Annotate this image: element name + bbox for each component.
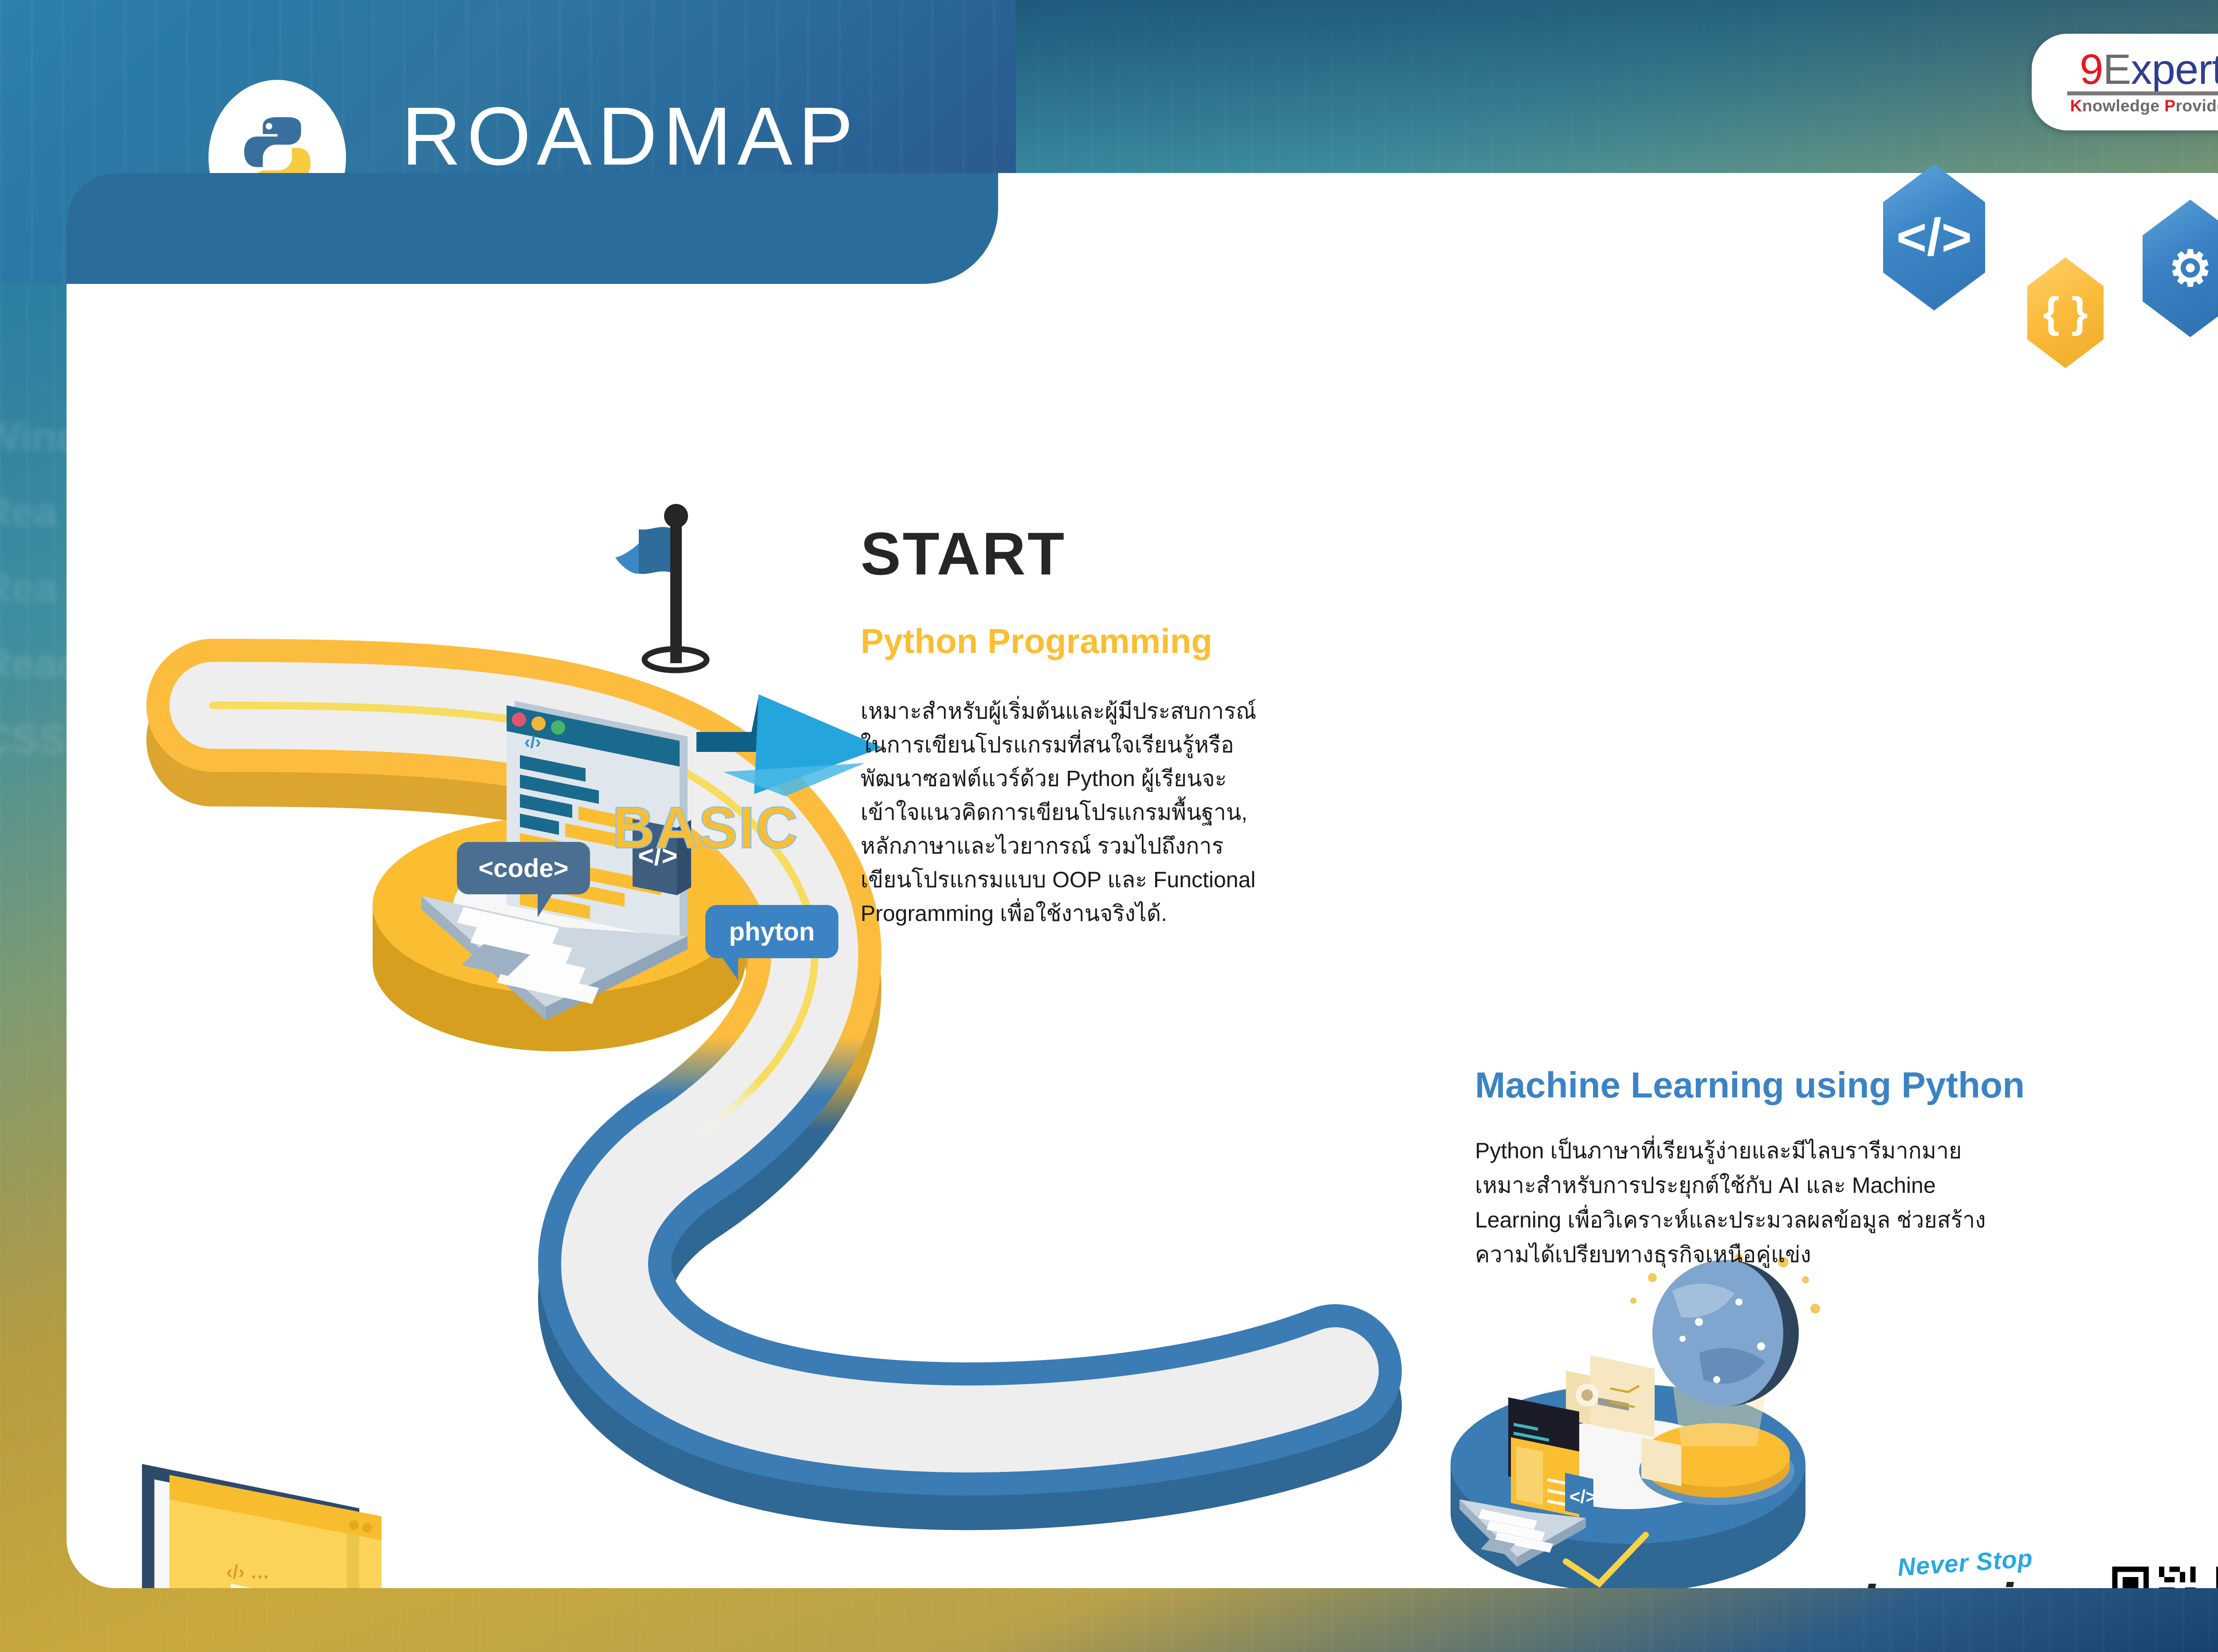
brand-logo-xpert: xpert (2131, 46, 2218, 94)
page-title: ROADMAP (401, 90, 859, 182)
tagline-k: K (2070, 96, 2082, 115)
gear-badge-glyph: ⚙ (2143, 200, 2218, 337)
tagline-p: P (2164, 96, 2176, 115)
qr-code-icon[interactable] (2107, 1562, 2218, 1588)
step-body-python-programming: เหมาะสำหรับผู้เริ่มต้นและผู้มีประสบการณ์… (861, 699, 1257, 926)
step-title-machine-learning: Machine Learning using Python (1475, 1065, 2025, 1105)
roadmap-path (67, 173, 2218, 1588)
svg-text:‹/› …: ‹/› … (226, 1561, 270, 1583)
machine-learning-illustration: </> (1451, 1254, 1820, 1588)
step-body-machine-learning: Python เป็นภาษาที่เรียนรู้ง่ายและมีไลบรา… (1475, 1138, 1986, 1267)
brand-logo-nine: 9 (2080, 46, 2103, 94)
svg-text:</>: </> (1569, 1486, 1597, 1507)
tagline-provider: rovider (2175, 96, 2218, 115)
brand-logo-divider (2067, 91, 2218, 95)
brand-logo-tagline: Knowledge Provider (2070, 97, 2218, 115)
level-label-basic: BASIC (612, 795, 799, 861)
phyton-bubble: phyton (705, 905, 838, 980)
code-badge-icon: </> (1883, 164, 1985, 311)
footer-brand: Never Stop Learning ดูหลักสูตรเพิ่มเติมไ… (1861, 1544, 2075, 1588)
arrow-right-icon (696, 694, 883, 796)
curly-braces-badge-icon: { } (2027, 257, 2104, 368)
flag-icon (615, 504, 710, 673)
curly-badge-glyph: { } (2027, 257, 2104, 368)
tagline-knowledge: nowledge (2082, 96, 2165, 115)
code-bubble: <code> (457, 842, 590, 917)
brand-logo-9expert: 9Expert Knowledge Provider (2032, 34, 2218, 130)
step-title-python-programming: Python Programming (861, 621, 1213, 661)
start-heading: START (861, 520, 1066, 587)
brand-logo-e: E (2103, 46, 2131, 94)
bottom-left-laptop-illustration: ‹/› … (142, 1464, 381, 1588)
svg-text:</>: </> (638, 841, 678, 871)
brand-logo-wordmark: 9Expert (2080, 46, 2218, 94)
learning-text: Learning (1861, 1572, 2075, 1588)
svg-text:‹/›: ‹/› (524, 732, 541, 752)
card-header-notch (67, 173, 998, 284)
roadmap-card: START Python Programming เหมาะสำหรับผู้เ… (67, 173, 2218, 1588)
gear-badge-icon: ⚙ (2143, 200, 2218, 337)
code-badge-glyph: </> (1883, 164, 1985, 311)
